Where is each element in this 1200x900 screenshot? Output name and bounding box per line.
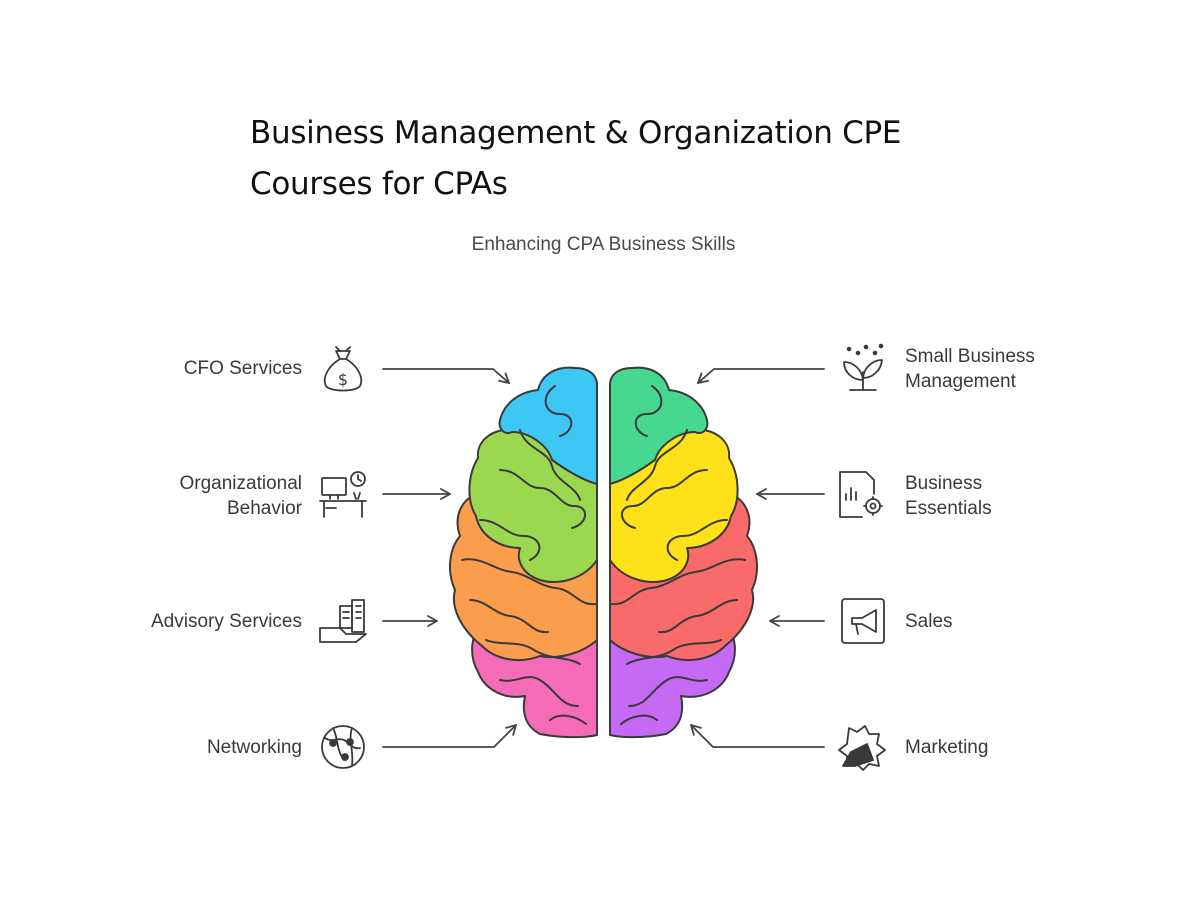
sprout-icon <box>843 343 884 391</box>
label-cfo-services: CFO Services <box>183 358 302 379</box>
document-chart-gear-icon <box>839 471 883 518</box>
desk-clock-icon <box>319 471 367 518</box>
brain-region-cfo-services <box>498 366 598 485</box>
label-business-essentials: Business Essentials <box>905 473 992 519</box>
arrow-cfo-services <box>382 368 510 384</box>
page-title: Business Management & Organization CPE C… <box>250 115 902 202</box>
megaphone-burst-icon <box>838 725 886 771</box>
label-organizational-behavior: Organizational Behavior <box>179 473 302 519</box>
arrow-networking <box>382 724 517 748</box>
arrow-marketing <box>690 724 825 748</box>
arrow-small-business-management <box>697 368 825 384</box>
globe-network-icon <box>321 725 365 769</box>
label-small-business-management: Small Business Management <box>905 346 1035 392</box>
svg-text:$: $ <box>338 370 348 389</box>
brain-right-hemisphere <box>609 366 759 739</box>
brain-left-hemisphere <box>448 366 598 739</box>
label-advisory-services: Advisory Services <box>151 611 302 632</box>
label-marketing: Marketing <box>905 737 989 758</box>
brain-region-small-business-management <box>609 366 709 485</box>
building-hand-icon <box>319 599 367 643</box>
diagram-subtitle: Enhancing CPA Business Skills <box>471 234 736 255</box>
money-bag-icon: $ <box>323 346 363 392</box>
label-networking: Networking <box>206 737 302 758</box>
label-sales: Sales <box>905 611 953 632</box>
megaphone-icon <box>841 598 885 644</box>
